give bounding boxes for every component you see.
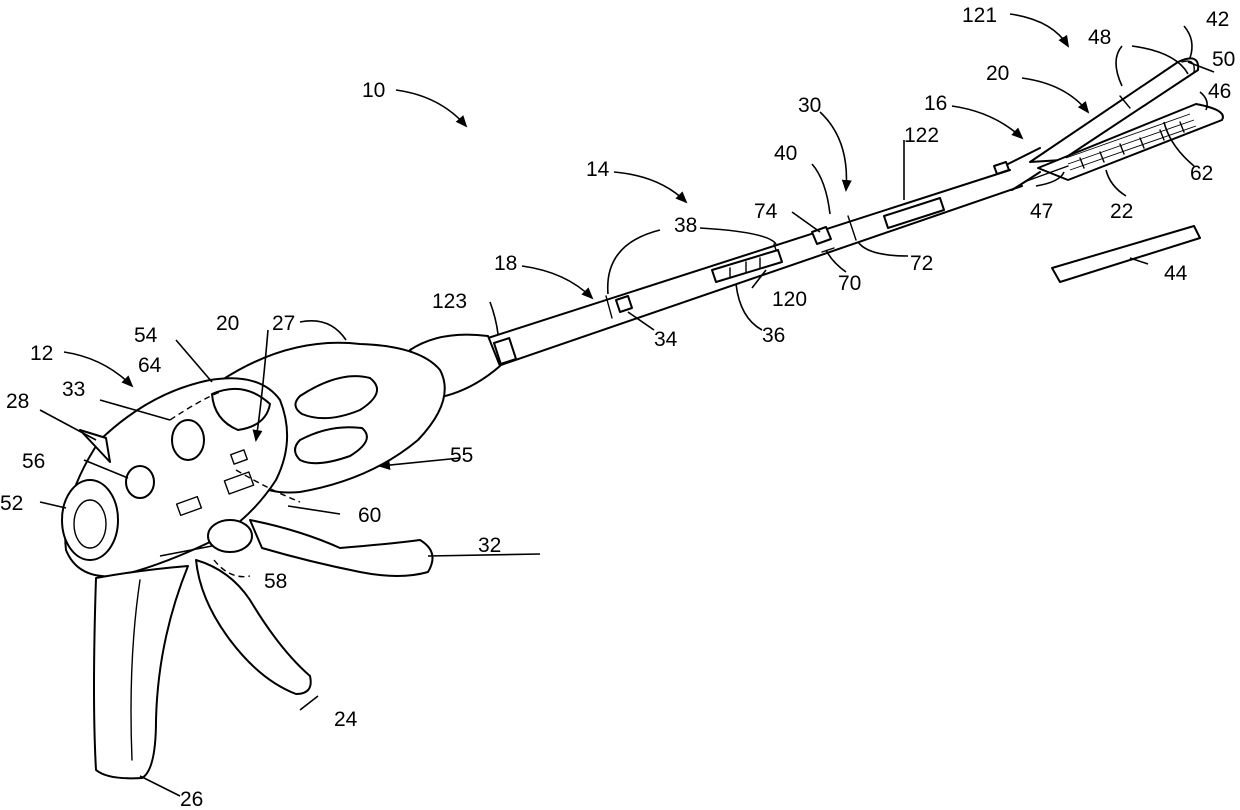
label-52: 52 [0, 492, 23, 515]
label-122: 122 [904, 124, 939, 147]
label-44: 44 [1164, 262, 1188, 285]
part-58 [208, 520, 252, 552]
label-22: 22 [1110, 200, 1133, 223]
label-40: 40 [774, 142, 797, 165]
label-56: 56 [22, 450, 45, 473]
label-120: 120 [772, 288, 807, 311]
label-14: 14 [586, 158, 610, 181]
label-47: 47 [1030, 200, 1053, 223]
label-62: 62 [1190, 162, 1213, 185]
label-36: 36 [762, 324, 785, 347]
label-30: 30 [798, 94, 821, 117]
label-55: 55 [450, 444, 473, 467]
label-20b: 20 [216, 312, 239, 335]
label-48: 48 [1088, 26, 1111, 49]
label-38: 38 [674, 214, 697, 237]
label-10: 10 [362, 79, 385, 102]
label-24: 24 [334, 708, 358, 731]
label-28: 28 [6, 390, 29, 413]
pistol-grip [94, 566, 188, 778]
label-74: 74 [754, 200, 778, 223]
label-54: 54 [134, 324, 158, 347]
label-42: 42 [1206, 8, 1229, 31]
label-12: 12 [30, 342, 53, 365]
label-121: 121 [962, 4, 997, 27]
handle-assembly [62, 343, 445, 779]
label-50: 50 [1212, 48, 1235, 71]
closure-trigger [196, 560, 311, 694]
firing-trigger [250, 520, 433, 576]
label-26: 26 [180, 788, 203, 810]
part-34-tab [616, 296, 632, 312]
label-27: 27 [272, 312, 295, 335]
part-33-knob [172, 420, 204, 460]
label-72: 72 [910, 252, 933, 275]
label-46: 46 [1208, 80, 1231, 103]
label-20a: 20 [986, 62, 1009, 85]
label-16: 16 [924, 92, 947, 115]
label-34: 34 [654, 328, 678, 351]
label-60: 60 [358, 504, 381, 527]
label-33: 33 [62, 378, 85, 401]
part-56-button [126, 466, 154, 498]
label-123: 123 [432, 290, 467, 313]
label-32: 32 [478, 534, 501, 557]
label-64: 64 [138, 354, 162, 377]
label-18: 18 [494, 252, 517, 275]
label-58: 58 [264, 570, 287, 593]
label-70: 70 [838, 272, 861, 295]
